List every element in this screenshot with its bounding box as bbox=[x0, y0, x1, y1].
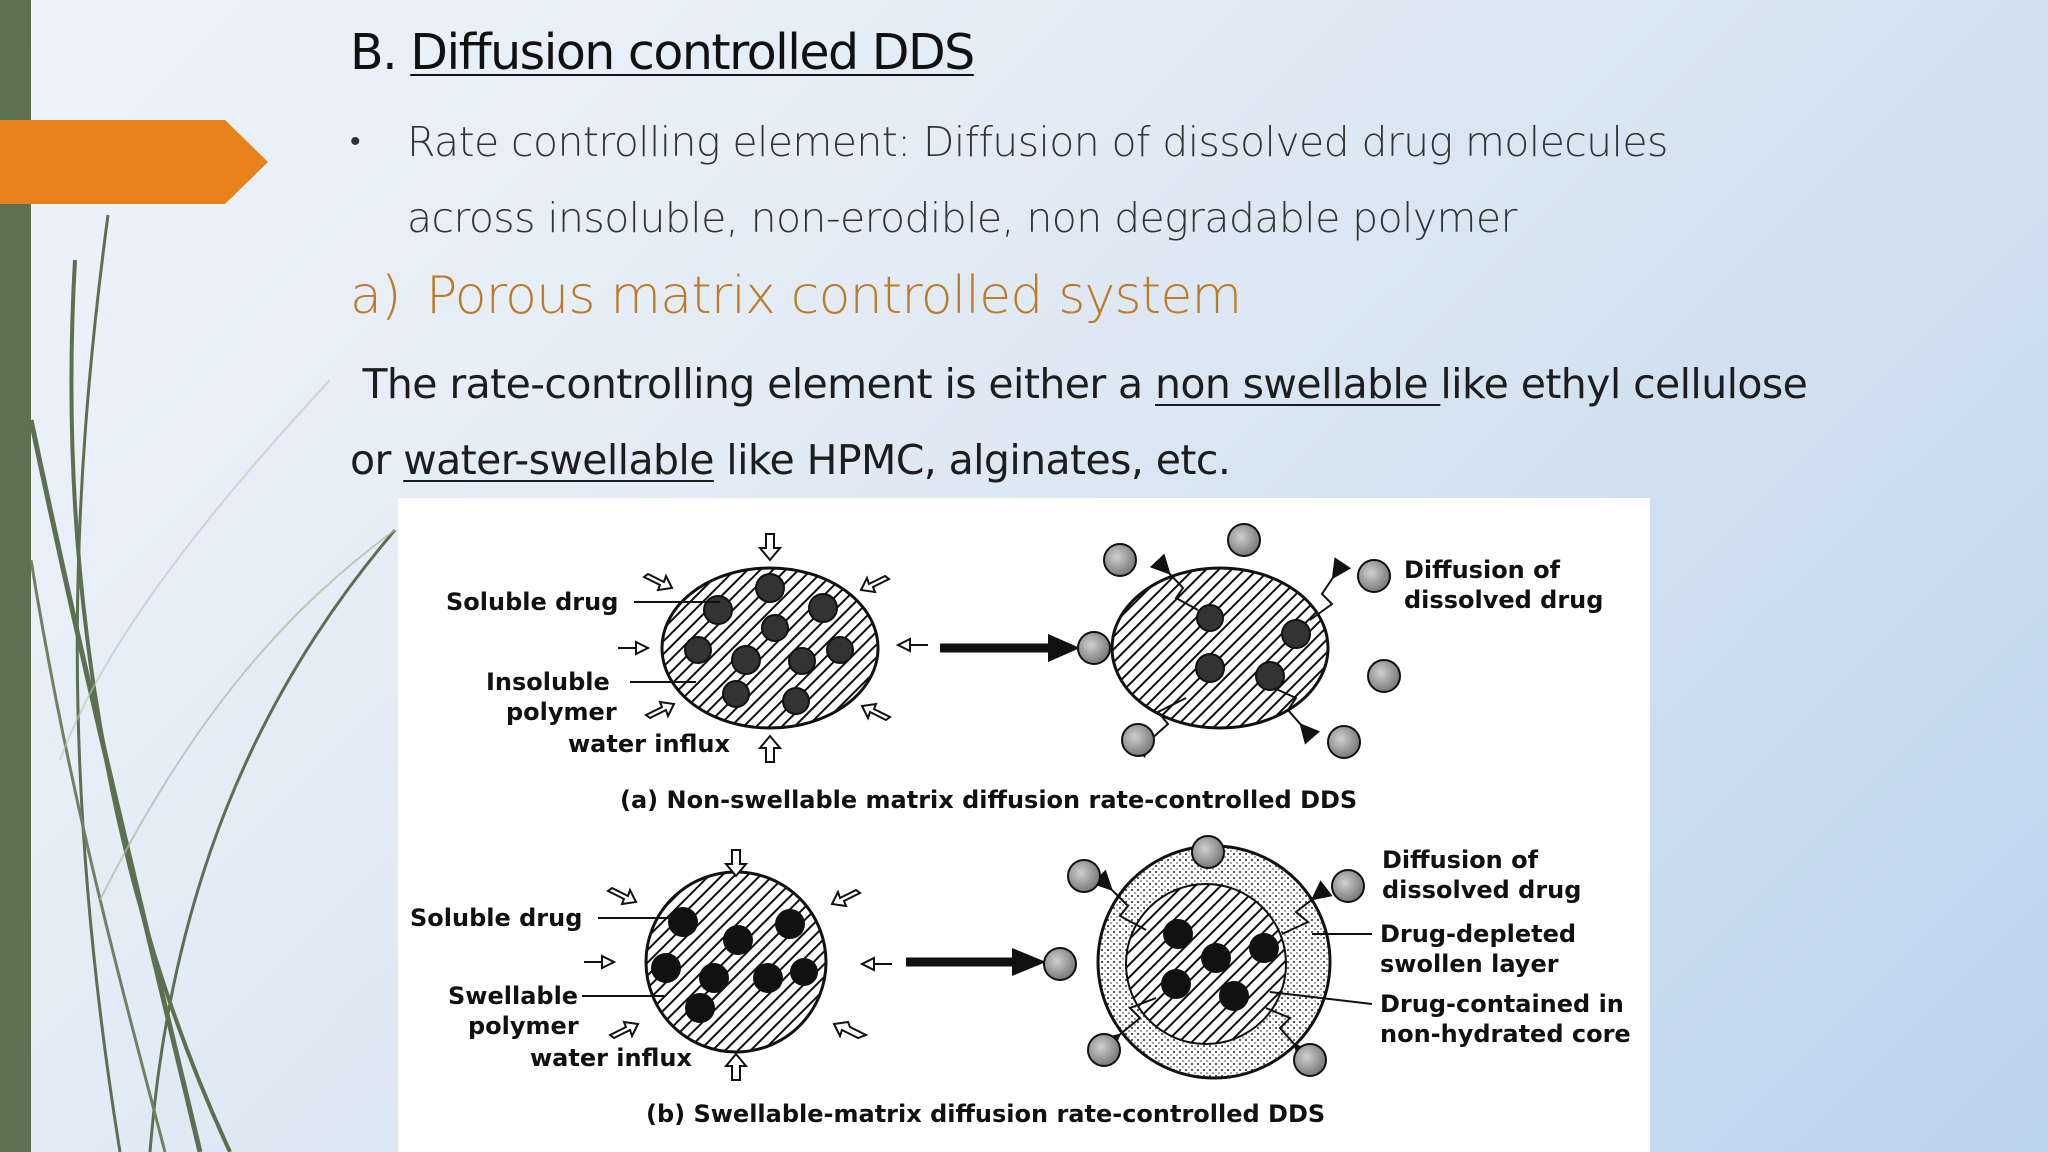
label-diffusion-2-b: dissolved drug bbox=[1382, 876, 1581, 904]
label-core-2: non-hydrated core bbox=[1380, 1020, 1631, 1048]
subheading-text: Porous matrix controlled system bbox=[426, 266, 1242, 326]
core-leader bbox=[1269, 991, 1373, 1005]
label-insoluble-1: Insoluble bbox=[486, 668, 610, 696]
caption-panel-b: (b) Swellable-matrix diffusion rate-cont… bbox=[646, 1100, 1325, 1128]
bullet-symbol: • bbox=[350, 124, 361, 159]
label-diffusion-1-a: Diffusion of bbox=[1404, 556, 1561, 584]
released-drug-balls-b bbox=[1043, 835, 1365, 1077]
subheading-number: a) bbox=[350, 266, 401, 326]
title-prefix: B. bbox=[350, 24, 411, 81]
diffusion-channels-a bbox=[1131, 553, 1352, 759]
label-swellable-1: Swellable bbox=[448, 982, 578, 1010]
title-main: Diffusion controlled DDS bbox=[410, 24, 975, 81]
caption-panel-a: (a) Non-swellable matrix diffusion rate-… bbox=[620, 786, 1357, 814]
label-diffusion-2-a: dissolved drug bbox=[1404, 586, 1603, 614]
drug-particles-b bbox=[651, 907, 818, 1023]
para-part-2: like ethyl cellulose or bbox=[350, 360, 1808, 484]
drug-particles-core bbox=[1161, 919, 1279, 1011]
diffusion-channels-b bbox=[1091, 869, 1333, 1065]
orange-accent-arrow bbox=[0, 120, 268, 204]
para-non-swellable: non swellable bbox=[1154, 360, 1441, 408]
subheading: a) Porous matrix controlled system bbox=[350, 266, 1242, 326]
label-soluble-drug-a: Soluble drug bbox=[446, 588, 618, 616]
para-part-1: The rate-controlling element is either a bbox=[362, 360, 1155, 408]
label-insoluble-2: polymer bbox=[506, 698, 617, 726]
slide-title: B. Diffusion controlled DDS bbox=[350, 24, 975, 81]
label-swellable-2: polymer bbox=[468, 1012, 579, 1040]
label-water-influx-b: water influx bbox=[530, 1044, 692, 1072]
diagram-figure: Soluble drug Insoluble polymer water inf… bbox=[398, 498, 1650, 1152]
label-depleted-2: swollen layer bbox=[1380, 950, 1559, 978]
panel-a: Soluble drug Insoluble polymer water inf… bbox=[446, 523, 1603, 814]
label-core-1: Drug-contained in bbox=[1380, 990, 1624, 1018]
grass-decoration bbox=[28, 214, 397, 1152]
water-influx-arrows-b bbox=[584, 849, 892, 1081]
label-water-influx-a: water influx bbox=[568, 730, 730, 758]
water-influx-arrows-a bbox=[618, 533, 928, 763]
label-depleted-1: Drug-depleted bbox=[1380, 920, 1576, 948]
drug-particles-a bbox=[684, 573, 854, 715]
label-soluble-drug-b: Soluble drug bbox=[410, 904, 582, 932]
panel-b: Soluble drug Swellable polymer water inf… bbox=[410, 835, 1631, 1128]
remaining-drug-particles-a bbox=[1195, 604, 1311, 691]
label-diffusion-1-b: Diffusion of bbox=[1382, 846, 1539, 874]
bullet-text: Rate controlling element: Diffusion of d… bbox=[407, 118, 1668, 242]
released-drug-balls-a bbox=[1077, 523, 1401, 759]
para-part-3: like HPMC, alginates, etc. bbox=[713, 436, 1231, 484]
para-water-swellable: water-swellable bbox=[403, 436, 714, 484]
description-paragraph: The rate-controlling element is either a… bbox=[350, 346, 1820, 498]
